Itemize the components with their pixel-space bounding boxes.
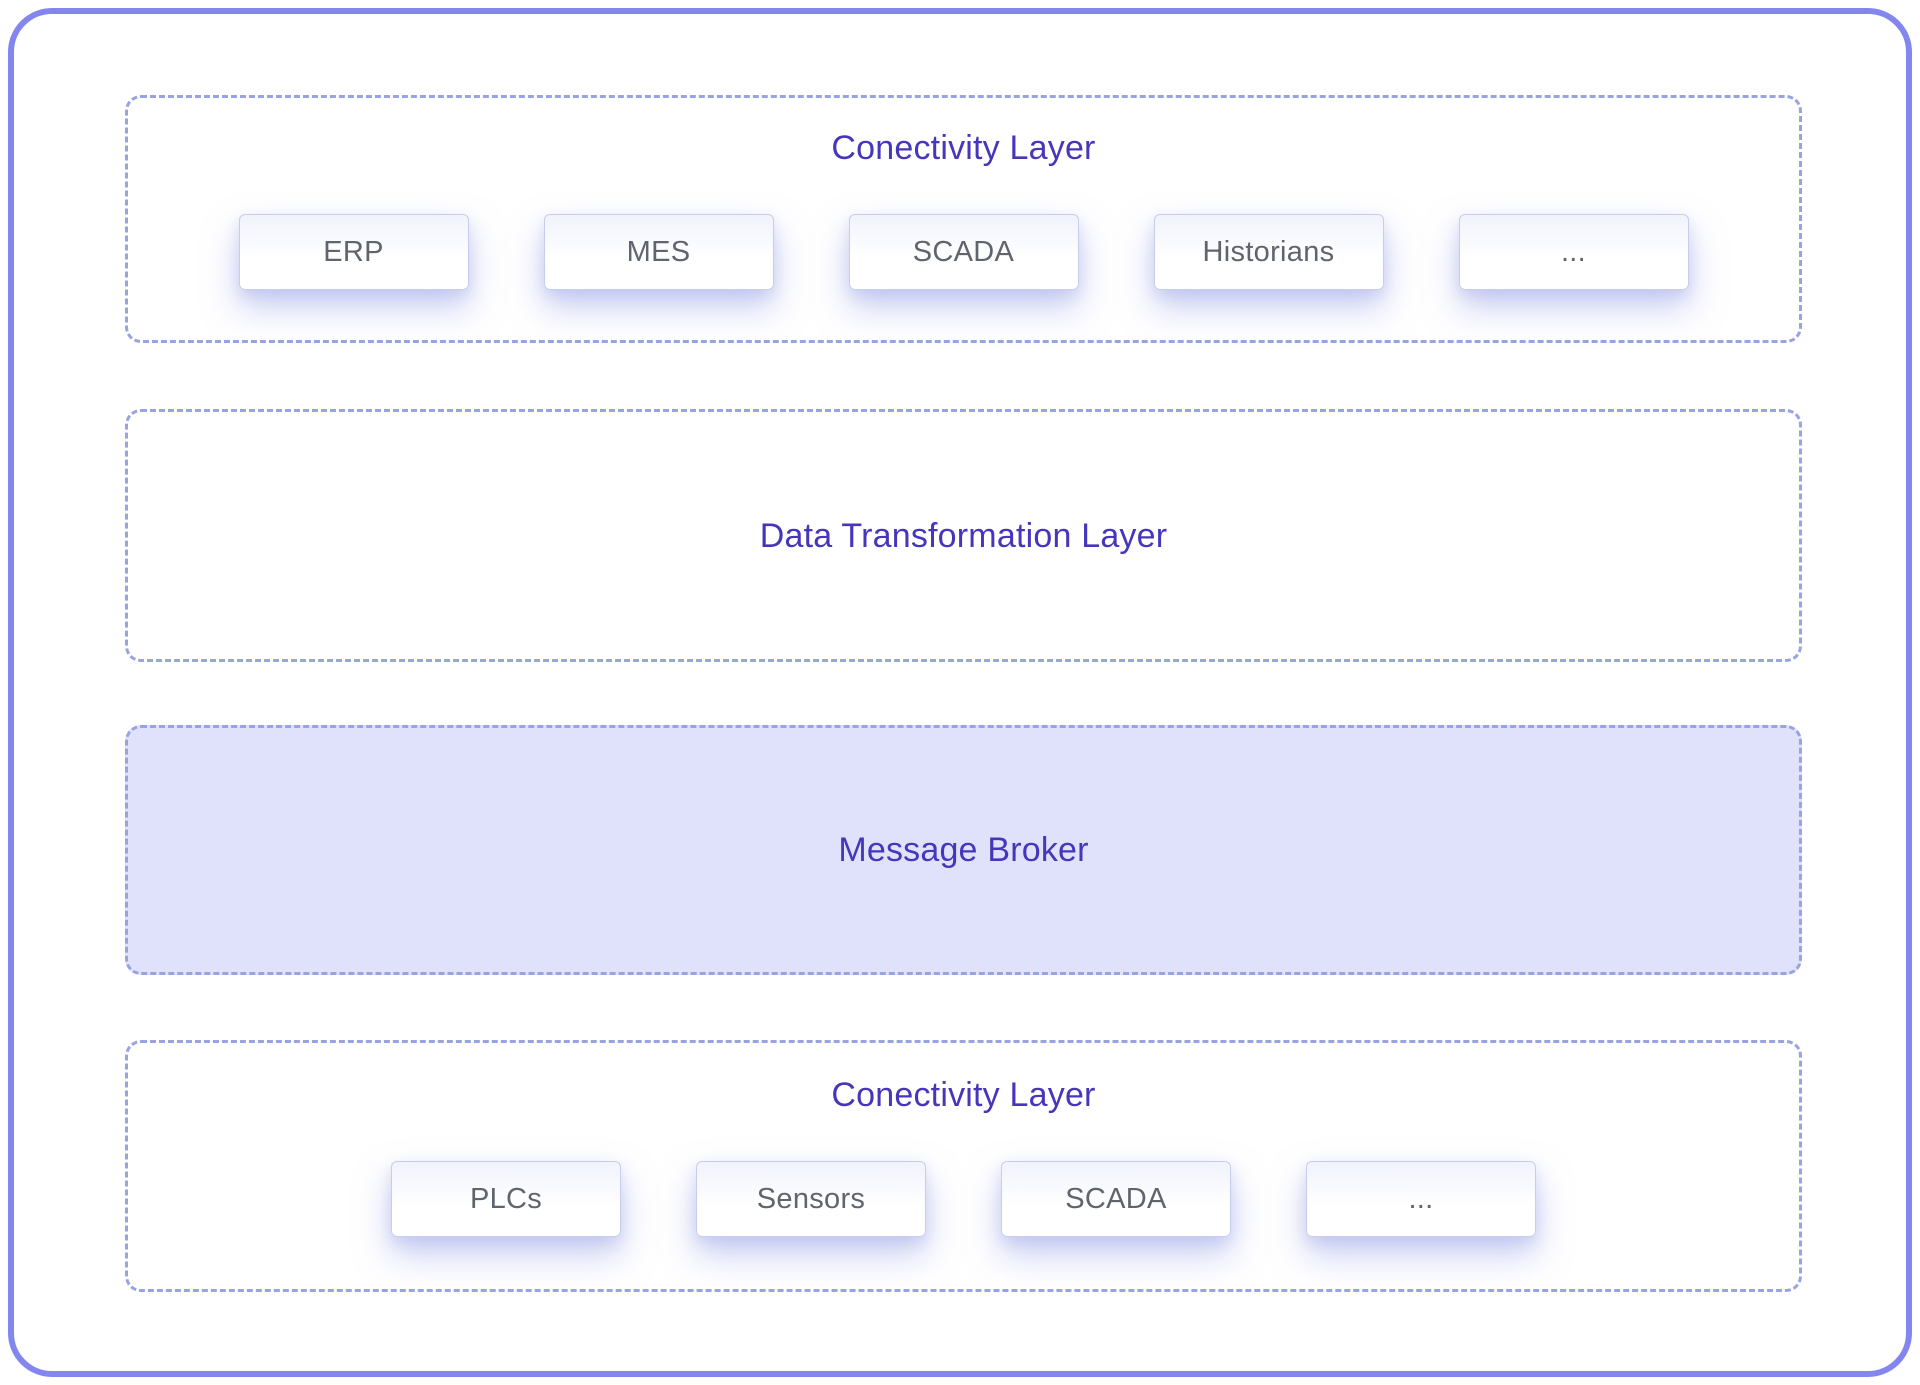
layer-data-transformation: Data Transformation Layer — [125, 409, 1802, 662]
box-row-top: ERP MES SCADA Historians ... — [238, 214, 1689, 290]
box-row-bottom: PLCs Sensors SCADA ... — [391, 1161, 1536, 1237]
layer-connectivity-bottom: Conectivity Layer PLCs Sensors SCADA ... — [125, 1040, 1802, 1292]
node-scada-top: SCADA — [848, 214, 1079, 290]
node-erp: ERP — [238, 214, 469, 290]
system-boundary: Conectivity Layer ERP MES SCADA Historia… — [8, 8, 1912, 1377]
node-historians: Historians — [1153, 214, 1384, 290]
node-mes: MES — [543, 214, 774, 290]
layer-title-connectivity-top: Conectivity Layer — [831, 129, 1096, 167]
layer-connectivity-top: Conectivity Layer ERP MES SCADA Historia… — [125, 95, 1802, 343]
node-plcs: PLCs — [391, 1161, 621, 1237]
layer-title-data-transformation: Data Transformation Layer — [759, 516, 1168, 555]
layer-title-connectivity-bottom: Conectivity Layer — [831, 1076, 1096, 1114]
layer-title-message-broker: Message Broker — [838, 831, 1089, 869]
layer-message-broker: Message Broker — [125, 725, 1802, 975]
node-ellipsis-top: ... — [1458, 214, 1689, 290]
node-scada-bottom: SCADA — [1001, 1161, 1231, 1237]
node-sensors: Sensors — [696, 1161, 926, 1237]
node-ellipsis-bottom: ... — [1306, 1161, 1536, 1237]
